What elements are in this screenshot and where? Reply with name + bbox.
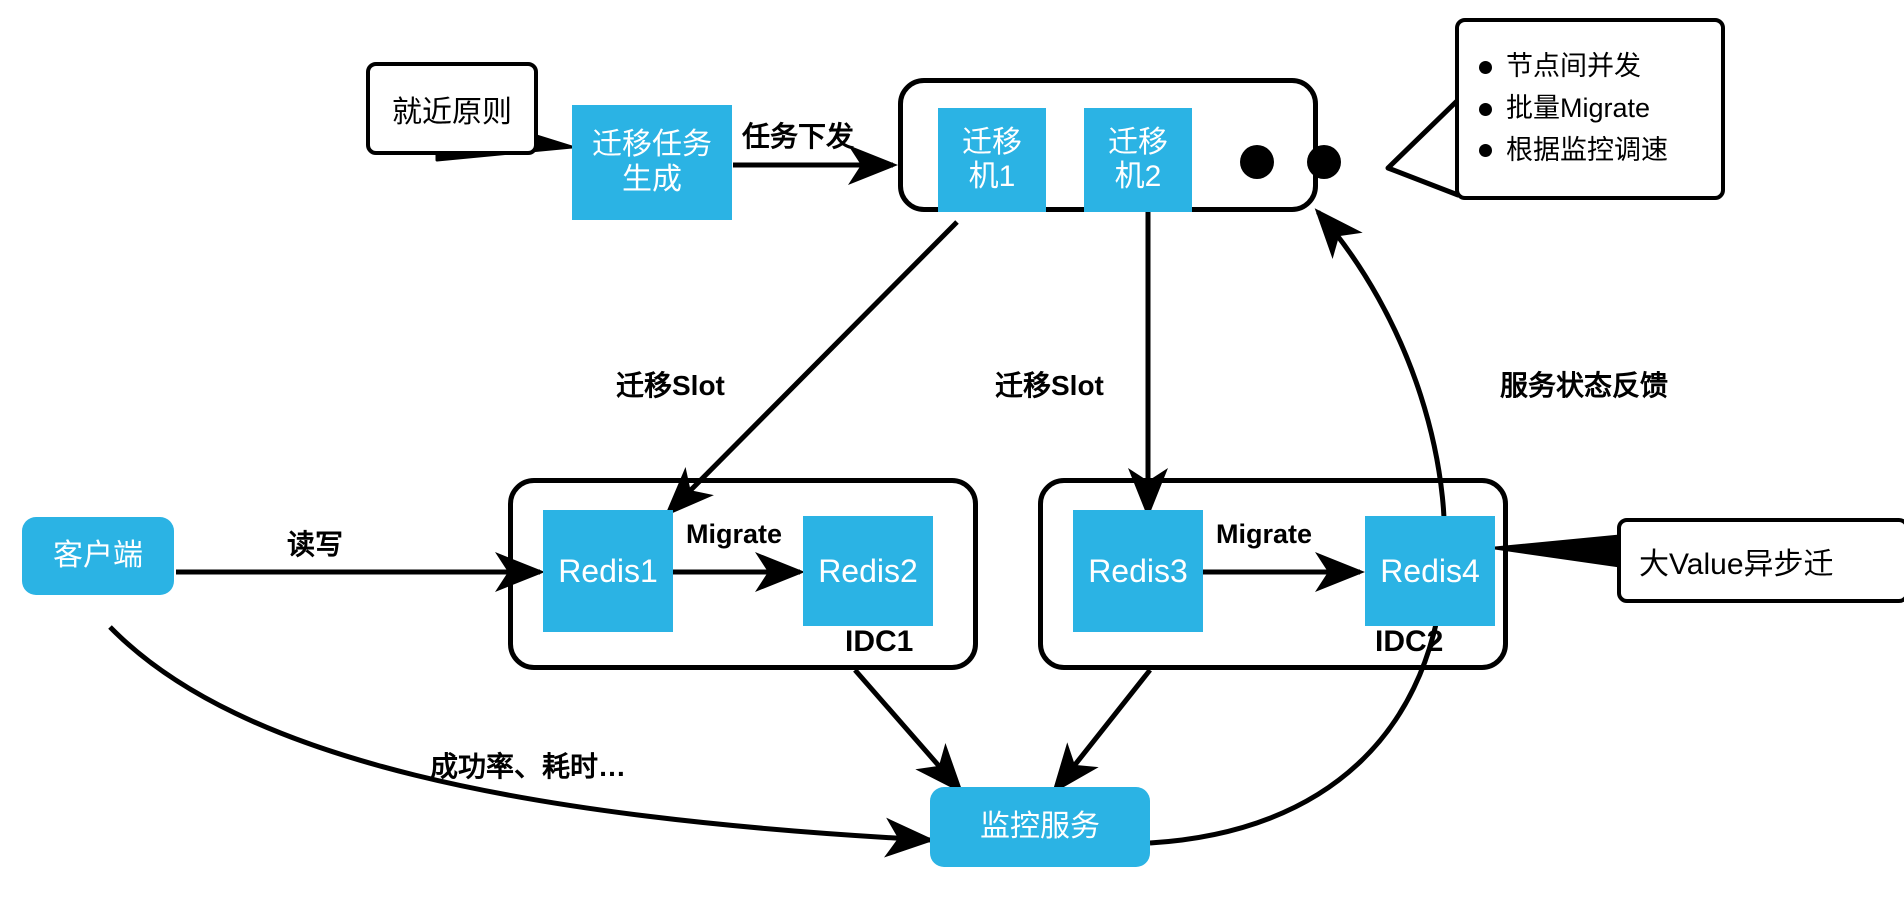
monitor-service-label: 监控服务: [980, 809, 1100, 843]
redis2-label: Redis2: [818, 552, 918, 589]
client-label: 客户端: [53, 538, 143, 572]
node-redis2[interactable]: Redis2: [803, 516, 933, 626]
callout-proximity-principle[interactable]: 就近原则: [366, 62, 538, 155]
edge-label-migrate-slot-right: 迁移Slot: [995, 370, 1104, 401]
node-migrator-2[interactable]: 迁移 机2: [1084, 108, 1192, 212]
edge-idc2-to-monitor: [1051, 668, 1152, 794]
callout-big-value-async-migration[interactable]: 大Value异步迁: [1617, 518, 1904, 603]
migrator-2-line1: 迁移: [1108, 125, 1168, 159]
idc1-tag: IDC1: [845, 625, 914, 658]
migrator-1-line2: 机1: [968, 160, 1016, 193]
migrator-ellipsis-dot-2: [1307, 145, 1341, 179]
bullet-icon: [1479, 144, 1492, 158]
node-redis1[interactable]: Redis1: [543, 510, 673, 632]
node-redis4[interactable]: Redis4: [1365, 516, 1495, 626]
task-generation-line2: 生成: [622, 162, 682, 196]
node-redis3[interactable]: Redis3: [1073, 510, 1203, 632]
edge-label-migrate-slot-left: 迁移Slot: [616, 370, 725, 401]
edge-label-service-status-feedback: 服务状态反馈: [1500, 370, 1669, 401]
redis3-label: Redis3: [1088, 552, 1188, 589]
migrator-2-line2: 机2: [1114, 160, 1162, 193]
migrator-1-line1: 迁移: [962, 125, 1022, 159]
edge-label-metrics: 成功率、耗时…: [430, 751, 627, 782]
migrator-feature-item: 批量Migrate: [1479, 88, 1668, 130]
migrator-feature-text: 批量Migrate: [1506, 93, 1651, 124]
migrator-feature-item: 节点间并发: [1479, 46, 1668, 88]
node-migrator-1[interactable]: 迁移 机1: [938, 108, 1046, 212]
redis4-label: Redis4: [1380, 552, 1480, 589]
edge-label-read-write: 读写: [287, 529, 344, 560]
idc2-group: [1038, 478, 1508, 670]
task-generation-line1: 迁移任务: [592, 128, 712, 161]
idc2-tag: IDC2: [1375, 625, 1444, 658]
edge-label-task-dispatch: 任务下发: [742, 121, 855, 152]
migrator-features-list: 节点间并发 批量Migrate 根据监控调速: [1473, 46, 1668, 172]
redis1-label: Redis1: [558, 552, 658, 589]
callout-migrator-features[interactable]: 节点间并发 批量Migrate 根据监控调速: [1455, 18, 1725, 200]
migrator-feature-text: 根据监控调速: [1506, 134, 1668, 165]
edge-client-metrics-to-monitor: [108, 625, 935, 858]
node-task-generation[interactable]: 迁移任务 生成: [572, 105, 732, 220]
edge-migrate-slot-idc1: [664, 220, 959, 517]
callout-tail-migrator-features-fill: [1400, 104, 1462, 191]
migrator-ellipsis-dot-1: [1240, 145, 1274, 179]
bullet-icon: [1479, 102, 1492, 116]
node-monitor-service[interactable]: 监控服务: [930, 787, 1150, 867]
edge-label-migrate-idc1: Migrate: [686, 519, 783, 549]
callout-tail-big-value: [1493, 534, 1622, 568]
migrator-feature-item: 根据监控调速: [1479, 130, 1668, 172]
bullet-icon: [1479, 60, 1492, 74]
edge-idc1-to-monitor: [853, 668, 964, 794]
node-client[interactable]: 客户端: [22, 517, 174, 595]
edge-label-migrate-idc2: Migrate: [1216, 519, 1313, 549]
callout-proximity-text: 就近原则: [392, 95, 512, 129]
callout-big-value-text: 大Value异步迁: [1639, 547, 1834, 581]
migrator-feature-text: 节点间并发: [1506, 51, 1641, 82]
